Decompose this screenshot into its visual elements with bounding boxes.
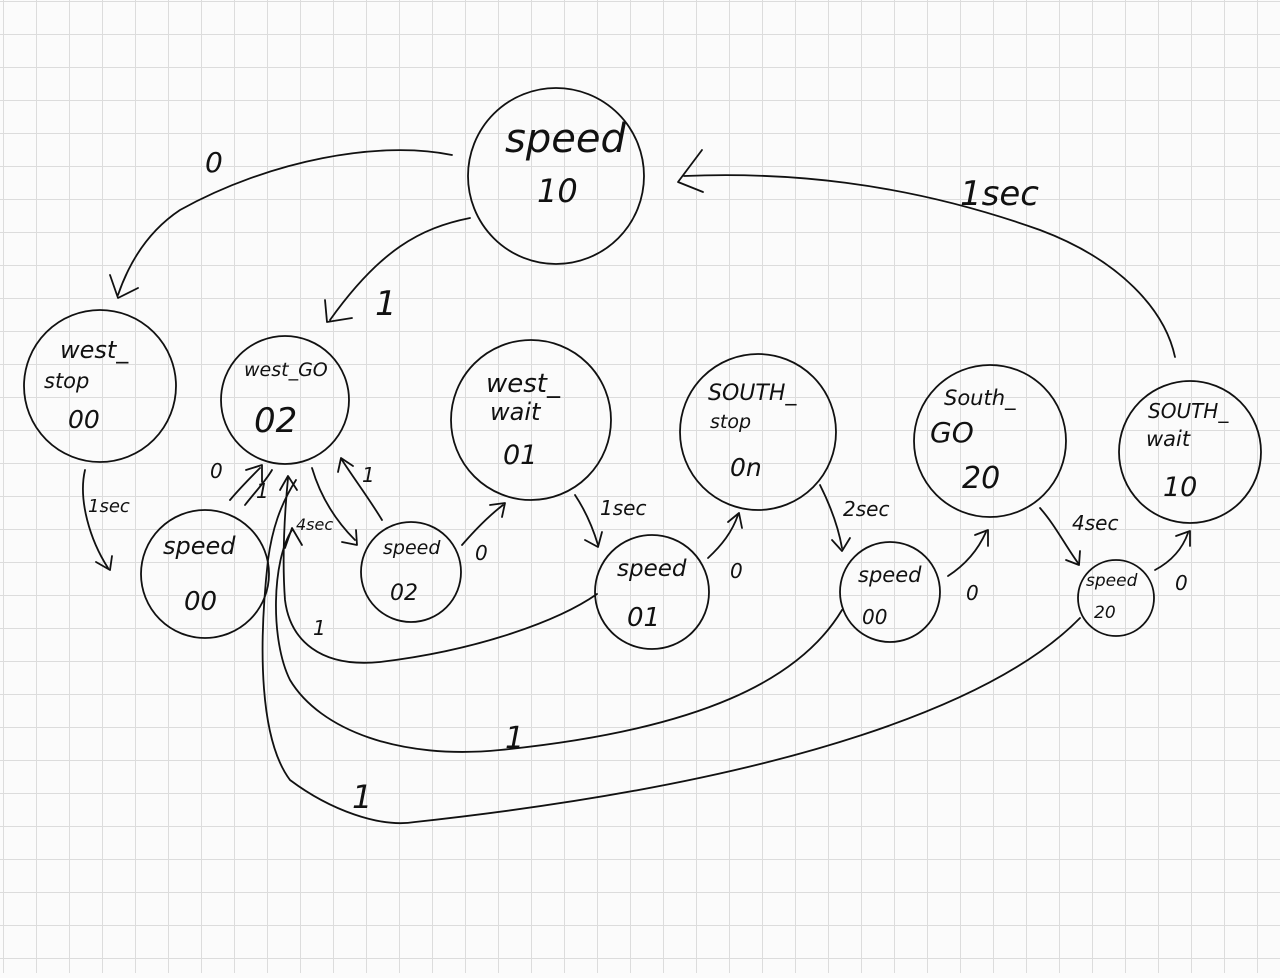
state-west-stop-code: 00 — [68, 405, 100, 434]
edge-speed01-to-south-stop: 0 — [707, 512, 743, 583]
state-south-go-code: 20 — [962, 461, 1000, 496]
edge-label-south-go-delay: 4sec — [1072, 511, 1118, 535]
state-west-stop: west_ stop 00 — [23, 309, 177, 463]
state-west-wait-code: 01 — [503, 440, 537, 471]
state-west-wait: west_ wait 01 — [450, 339, 612, 501]
state-west-stop-name-1: west_ — [60, 336, 129, 364]
edge-label-speed01-out: 0 — [730, 559, 743, 583]
edge-speed00-to-west-go: 0 1 — [210, 459, 273, 506]
state-west-wait-name-2: wait — [490, 398, 542, 426]
state-speed-00-a: speed 00 — [140, 509, 270, 639]
edge-west-wait-to-speed01: 1sec — [574, 494, 646, 548]
edge-label-south-stop-delay: 2sec — [843, 497, 889, 521]
edge-label-return-speed00b: 1 — [505, 721, 524, 756]
edge-label-west-go-delay: 4sec — [296, 515, 333, 534]
edge-speed00b-to-south-go: 0 — [947, 529, 989, 605]
state-speed-02-name: speed — [383, 537, 441, 559]
edge-label-speed00-back: 0 — [210, 459, 223, 483]
state-south-go-name-1: South_ — [944, 386, 1016, 411]
edge-south-go-to-speed20: 4sec — [1039, 507, 1118, 566]
edge-label-top-to-west-stop: 0 — [205, 146, 223, 179]
state-speed-20-code: 20 — [1094, 603, 1116, 623]
edge-speed10-to-west-go: 1 — [324, 217, 471, 324]
state-south-stop-name-1: SOUTH_ — [708, 381, 797, 406]
state-west-stop-name-2: stop — [44, 369, 89, 393]
state-west-wait-name-1: west_ — [486, 369, 561, 399]
edge-label-west-wait-delay: 1sec — [600, 496, 646, 520]
edge-label-return-speed20: 1 — [352, 778, 372, 816]
state-speed-10: speed 10 — [467, 87, 645, 265]
state-west-go-name: west_GO — [244, 359, 328, 381]
state-west-go: west_GO 02 — [220, 335, 350, 465]
state-south-wait-code: 10 — [1163, 472, 1197, 503]
edge-west-stop-to-speed00: 1sec — [82, 469, 130, 571]
edge-label-south-wait-to-top: 1sec — [960, 174, 1039, 214]
state-south-wait-name-1: SOUTH_ — [1148, 399, 1229, 423]
edge-label-speed00b-out: 0 — [966, 581, 979, 605]
state-speed-00-b-code: 00 — [862, 605, 887, 629]
state-speed-10-name: speed — [505, 116, 626, 162]
edge-label-top-to-west-go: 1 — [375, 284, 397, 324]
state-south-wait-name-2: wait — [1146, 427, 1191, 451]
state-speed-20: speed 20 — [1077, 559, 1155, 637]
edge-speed02-to-west-go: 1 — [337, 457, 383, 521]
edge-speed02-to-west-wait: 0 — [461, 502, 506, 565]
state-speed-00-a-code: 00 — [184, 587, 217, 617]
edge-south-stop-to-speed00b: 2sec — [819, 484, 889, 552]
state-speed-01: speed 01 — [594, 534, 710, 650]
state-south-stop-name-2: stop — [710, 411, 751, 433]
edge-label-speed02-out: 0 — [475, 541, 488, 565]
state-south-go: South_ GO 20 — [913, 364, 1067, 518]
edge-speed00b-return-to-west-go: 1 — [275, 527, 843, 756]
state-speed-20-name: speed — [1086, 571, 1138, 591]
state-speed-00-a-name: speed — [163, 532, 236, 560]
edge-label-speed20-out: 0 — [1175, 571, 1188, 595]
state-speed-02-code: 02 — [390, 581, 418, 606]
edge-label-speed00-back-1: 1 — [256, 479, 269, 503]
state-south-stop-code: 0n — [730, 453, 762, 482]
state-speed-02: speed 02 — [360, 521, 462, 623]
edge-label-speed02-back: 1 — [362, 463, 375, 487]
edge-south-wait-to-speed10: 1sec — [677, 149, 1176, 358]
state-south-go-name-2: GO — [930, 416, 974, 449]
state-speed-01-name: speed — [617, 556, 687, 582]
state-speed-01-code: 01 — [627, 603, 660, 633]
state-speed-00-b: speed 00 — [839, 541, 941, 643]
edge-label-west-stop-delay: 1sec — [88, 496, 130, 517]
edge-label-return-speed01: 1 — [313, 616, 326, 640]
state-south-stop: SOUTH_ stop 0n — [679, 353, 837, 511]
edge-speed20-return-to-west-go: 1 — [261, 479, 1081, 824]
state-south-wait: SOUTH_ wait 10 — [1118, 380, 1262, 524]
state-west-go-code: 02 — [254, 401, 297, 441]
edge-speed10-to-west-stop: 0 — [109, 146, 453, 299]
edge-west-go-to-speed02: 4sec — [296, 467, 358, 546]
state-speed-00-b-name: speed — [858, 563, 922, 587]
state-speed-10-code: 10 — [537, 172, 578, 210]
edge-speed20-to-south-wait: 0 — [1154, 530, 1191, 595]
